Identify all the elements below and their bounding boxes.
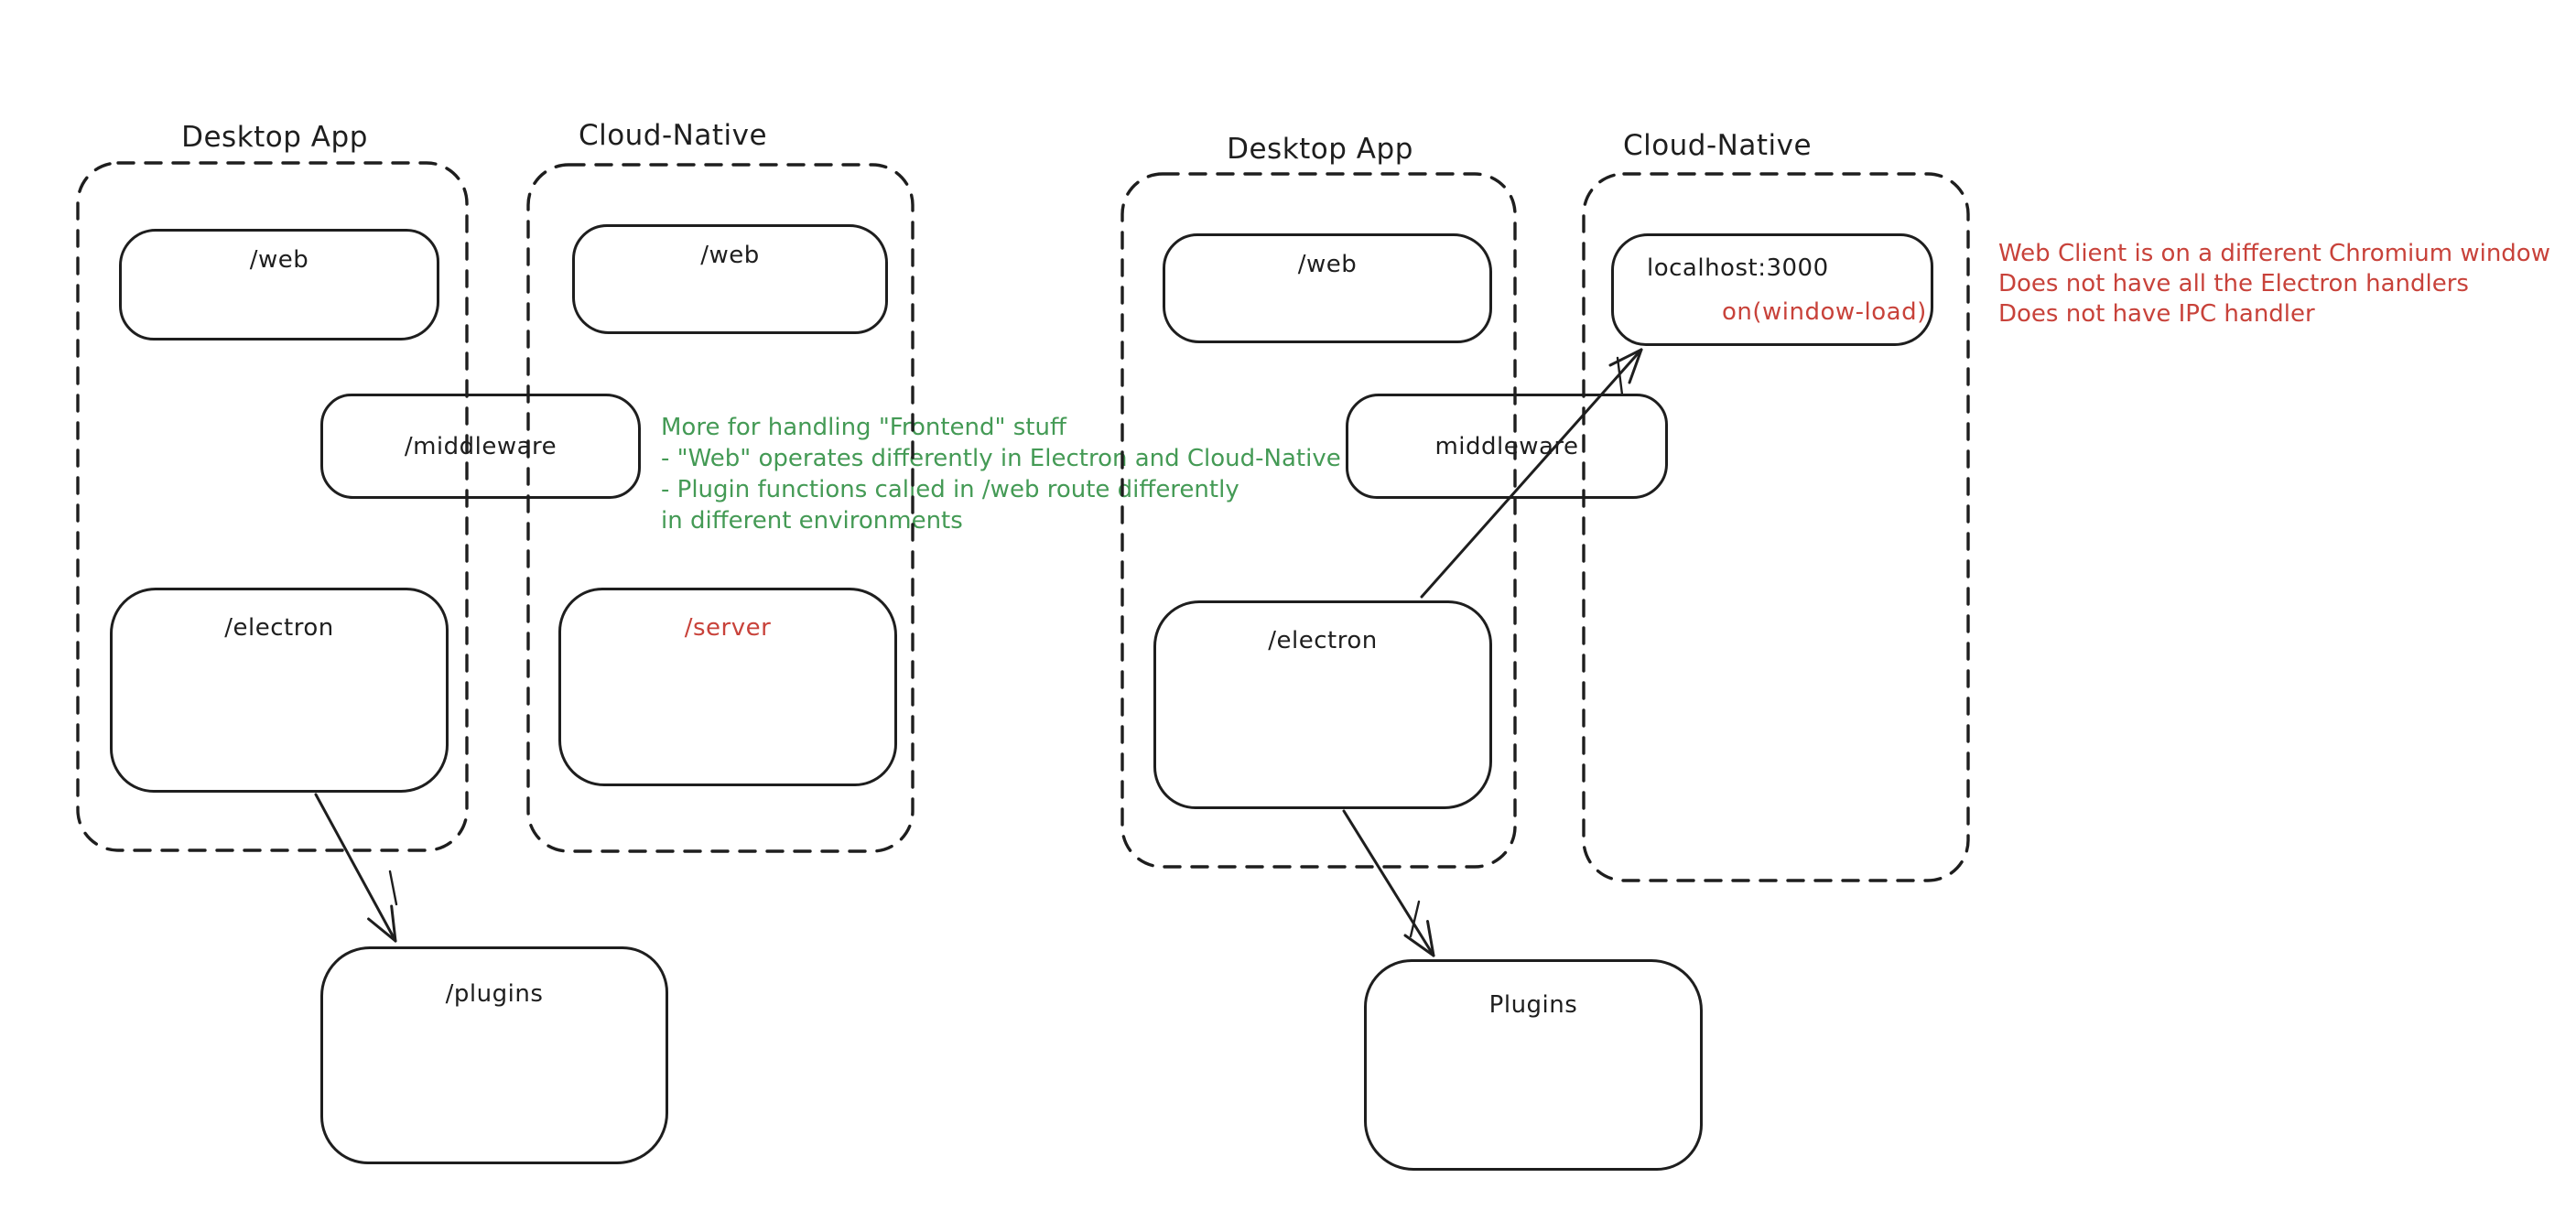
- node-localhost-right-label: localhost:3000: [1647, 254, 1829, 282]
- arrow-electron-to-plugins-right: [1344, 811, 1434, 956]
- node-server-left-label: /server: [684, 614, 772, 642]
- green-annotation-line-3: - Plugin functions called in /web route …: [661, 476, 1239, 503]
- node-electron-right: /electron: [1153, 600, 1492, 809]
- group-label-cloud-native-right: Cloud-Native: [1622, 129, 1813, 162]
- node-middleware-right: middleware: [1346, 394, 1668, 499]
- node-plugins-left: /plugins: [320, 946, 668, 1164]
- node-localhost-right: localhost:3000 on(window-load): [1611, 233, 1933, 346]
- node-web-right: /web: [1163, 233, 1492, 343]
- group-label-desktop-app-right: Desktop App: [1227, 133, 1413, 166]
- node-web-desktop-left: /web: [119, 229, 439, 340]
- node-plugins-right: Plugins: [1364, 959, 1703, 1171]
- node-web-cloud-left: /web: [572, 224, 888, 334]
- node-electron-left: /electron: [110, 588, 449, 793]
- group-label-desktop-app-left: Desktop App: [181, 121, 368, 154]
- red-annotation-line-3: Does not have IPC handler: [1998, 300, 2315, 328]
- node-web-desktop-left-label: /web: [249, 246, 309, 274]
- node-plugins-left-label: /plugins: [445, 980, 544, 1008]
- node-middleware-left-label: /middleware: [404, 432, 557, 460]
- red-annotation-line-1: Web Client is on a different Chromium wi…: [1998, 240, 2550, 267]
- node-electron-right-label: /electron: [1268, 627, 1378, 654]
- node-plugins-right-label: Plugins: [1488, 991, 1578, 1019]
- green-annotation-line-4: in different environments: [661, 507, 963, 535]
- green-annotation-line-1: More for handling "Frontend" stuff: [661, 414, 1066, 441]
- node-localhost-right-sublabel: on(window-load): [1722, 298, 1927, 326]
- node-electron-left-label: /electron: [224, 614, 334, 642]
- green-annotation-line-2: - "Web" operates differently in Electron…: [661, 445, 1341, 472]
- green-annotation: More for handling "Frontend" stuff - "We…: [661, 412, 1341, 536]
- node-web-right-label: /web: [1297, 251, 1358, 278]
- node-web-cloud-left-label: /web: [700, 242, 760, 269]
- node-middleware-right-label: middleware: [1434, 432, 1579, 460]
- group-label-cloud-native-left: Cloud-Native: [578, 119, 768, 152]
- node-middleware-left: /middleware: [320, 394, 641, 499]
- red-annotation-line-2: Does not have all the Electron handlers: [1998, 270, 2469, 297]
- node-server-left: /server: [558, 588, 897, 786]
- red-annotation: Web Client is on a different Chromium wi…: [1998, 239, 2550, 330]
- arrow-electron-to-plugins-left: [316, 794, 396, 941]
